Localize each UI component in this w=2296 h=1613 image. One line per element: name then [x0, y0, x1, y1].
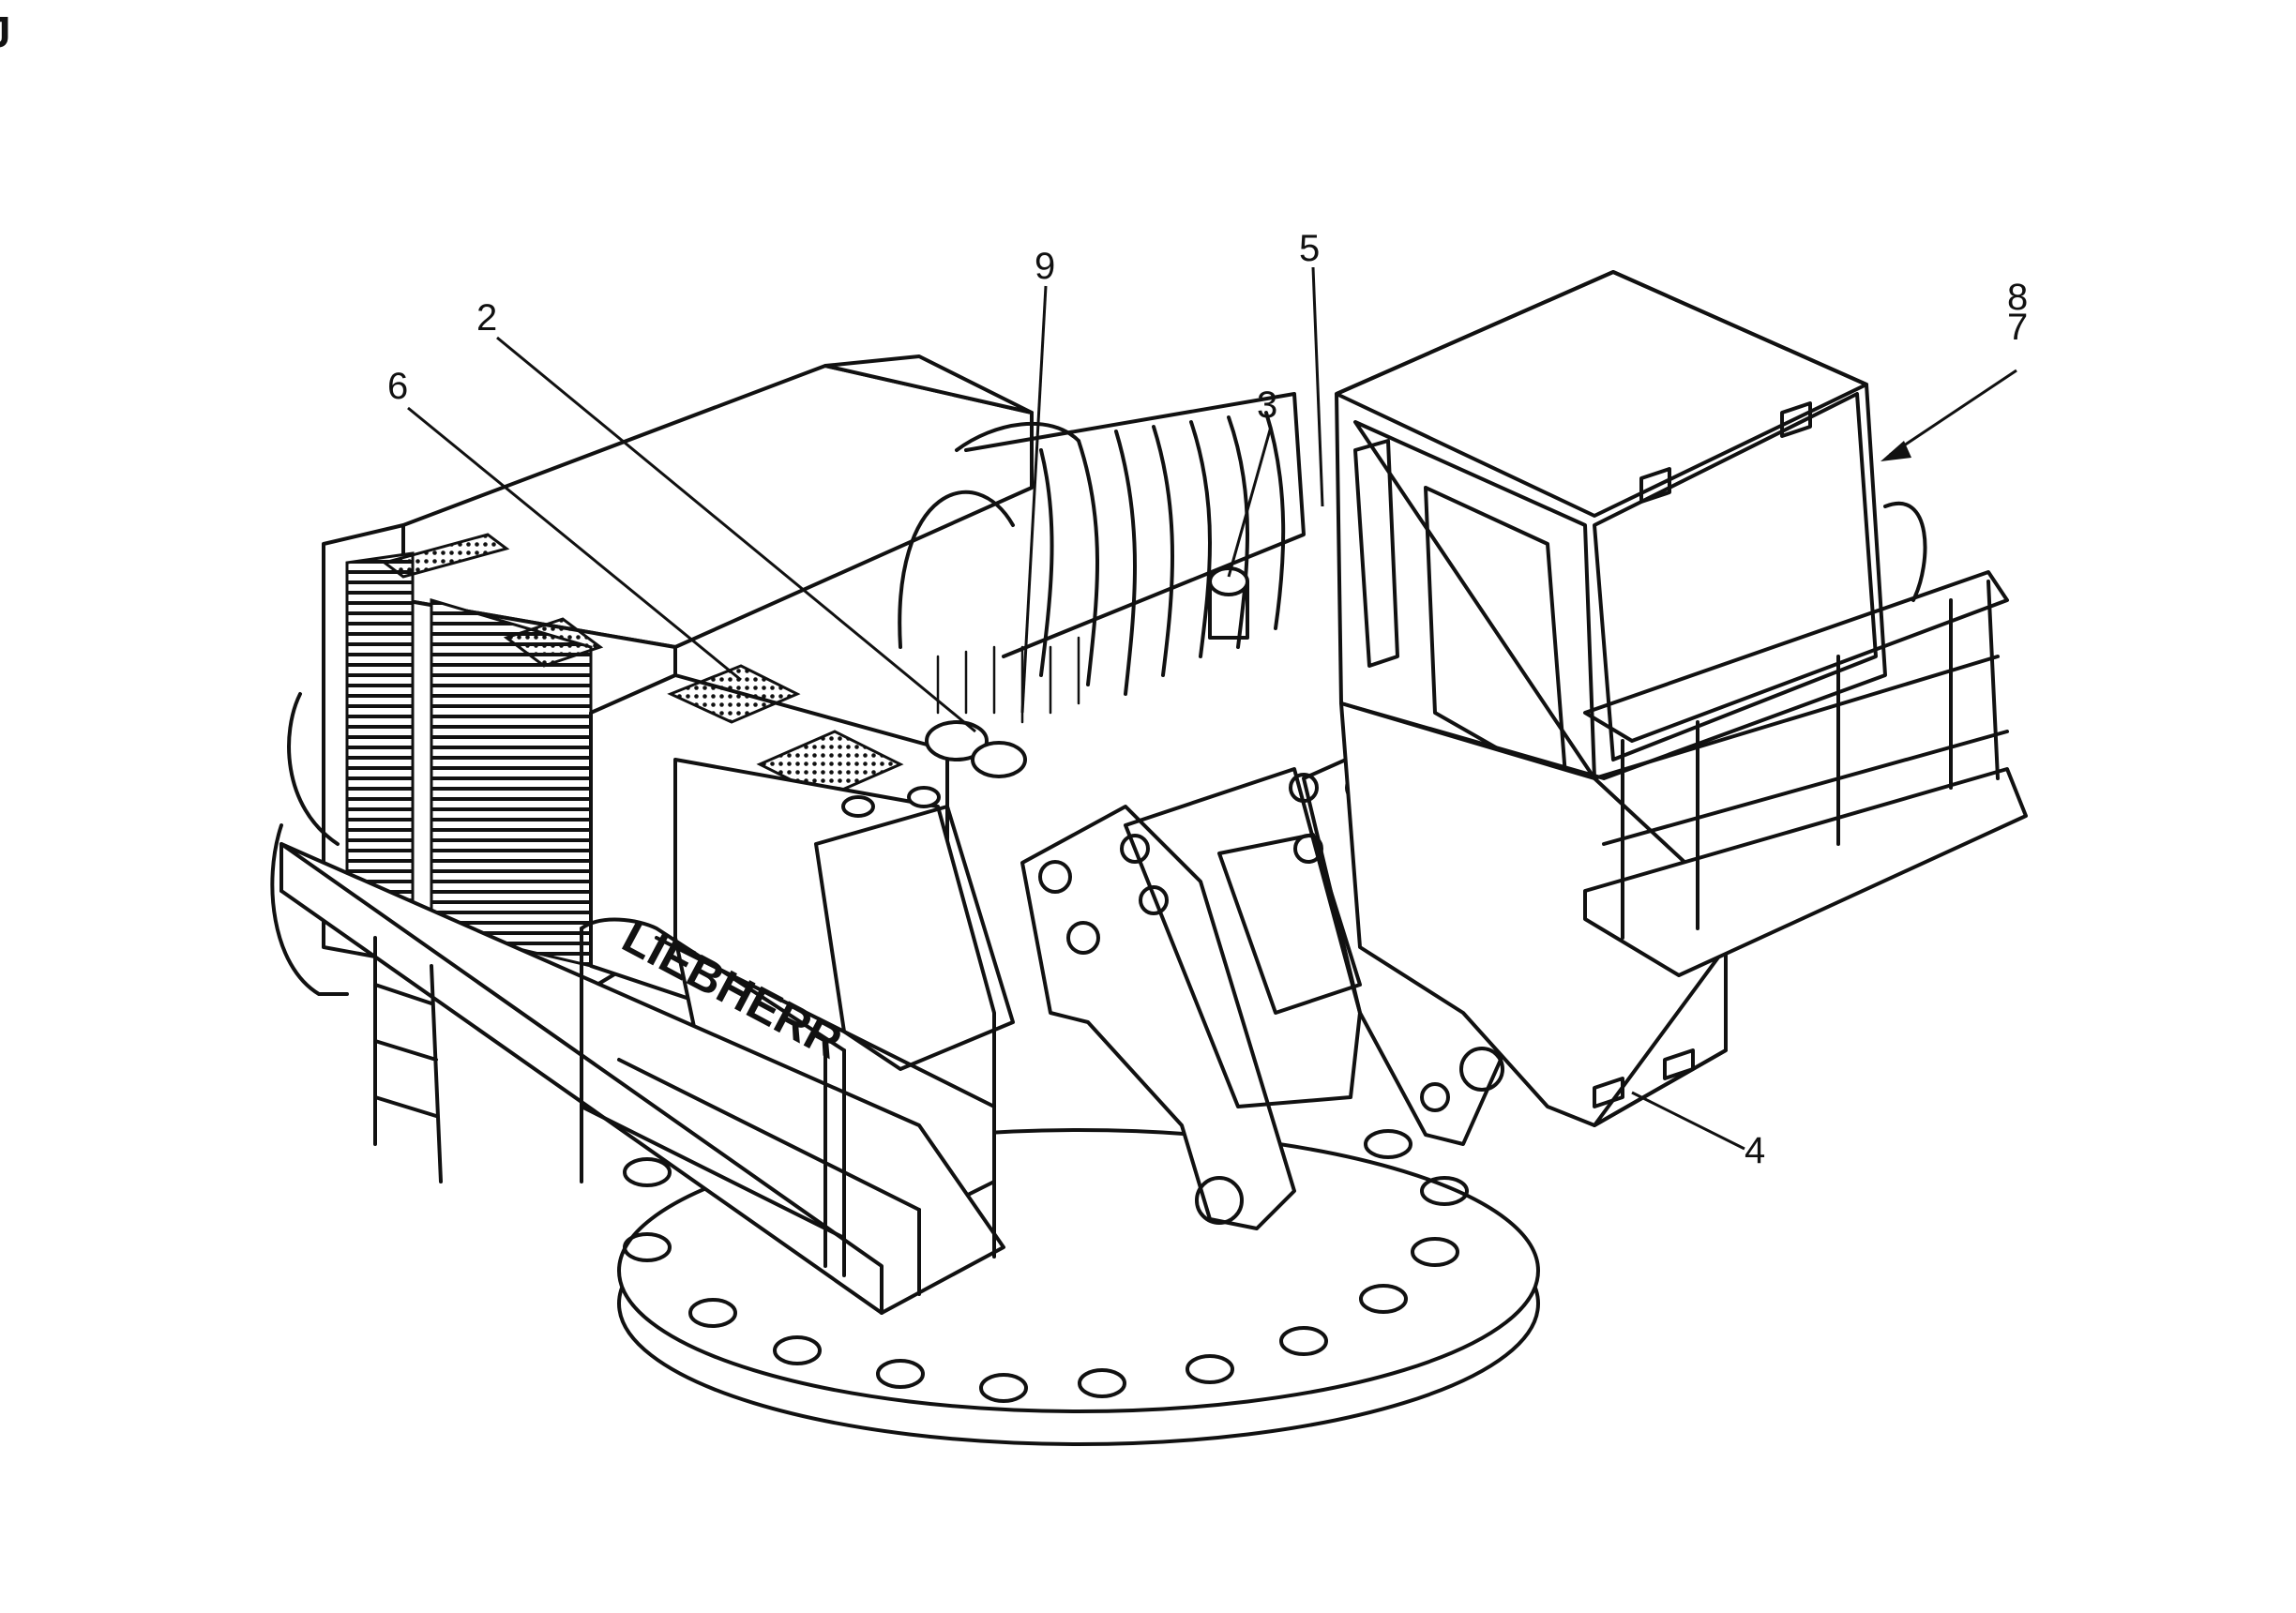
callout-9: 9 — [1035, 246, 1055, 287]
hydraulic-hose-loops — [898, 392, 1306, 724]
callout-labels: 2 6 9 5 3 8 7 4 — [387, 228, 2028, 1171]
cab-base-lamp-left — [1593, 1077, 1624, 1108]
cab-side-window — [1353, 439, 1399, 668]
callout-7: 7 — [2007, 307, 2028, 348]
radiator-grille — [345, 551, 415, 902]
top-vent-strip — [381, 533, 510, 579]
leader-5 — [1311, 266, 1324, 507]
operator-cab — [1335, 270, 2028, 1127]
callout-8: 8 — [2007, 277, 2028, 318]
leader-2 — [496, 336, 976, 733]
engine-housing — [322, 354, 1034, 1230]
side-ladder — [373, 936, 443, 1183]
corner-mark: J — [0, 8, 11, 56]
pump-cap-2 — [971, 741, 1027, 778]
callout-6: 6 — [387, 366, 408, 407]
callout-leaders — [407, 266, 2017, 1151]
filler-cap-right — [907, 786, 941, 808]
leader-4 — [1631, 1091, 1745, 1151]
leader-8-7 — [1889, 369, 2017, 457]
leader-3 — [1227, 426, 1273, 578]
callout-2: 2 — [476, 297, 497, 339]
ring-bolt-holes — [623, 1129, 1469, 1403]
callout-5: 5 — [1299, 228, 1320, 269]
cab-base-lamp-right — [1663, 1048, 1695, 1080]
arrow-head-8-7 — [1881, 441, 1911, 461]
leader-6 — [407, 406, 742, 682]
filler-cap-left — [841, 795, 875, 818]
cab-windshield — [1593, 392, 1878, 761]
leader-9 — [1020, 285, 1048, 714]
callout-3: 3 — [1257, 384, 1277, 426]
pump-cap-1 — [925, 720, 989, 761]
cab-platform — [1583, 767, 2028, 977]
roof-vent-front — [667, 664, 801, 724]
callout-4: 4 — [1745, 1130, 1765, 1171]
